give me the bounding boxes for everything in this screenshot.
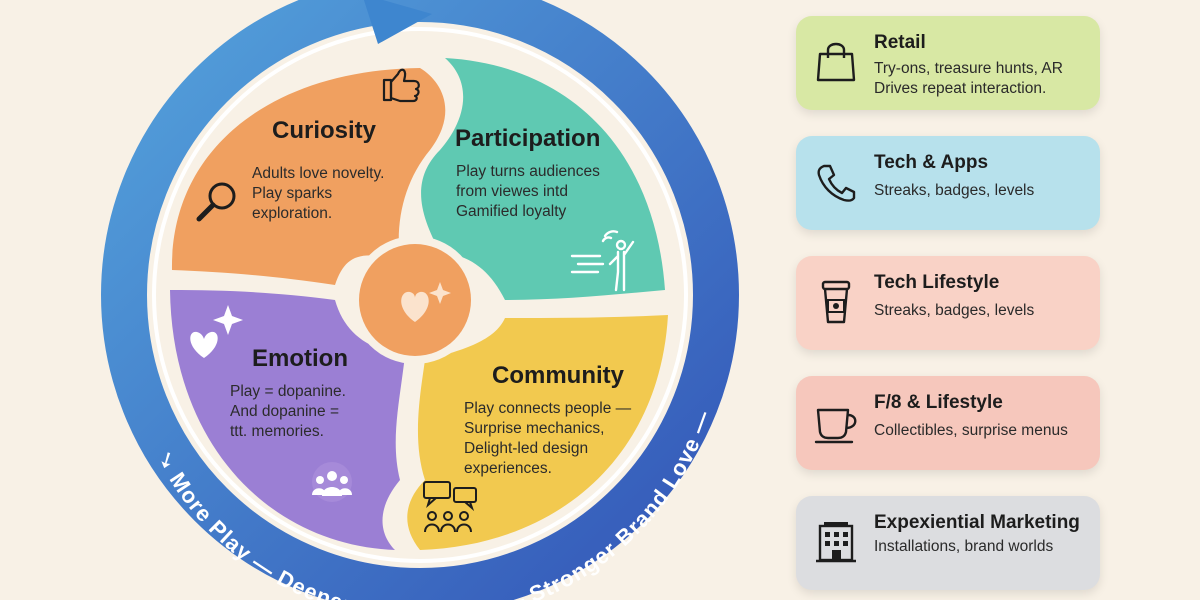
curiosity-segment [171, 68, 446, 285]
card-line: Streaks, badges, levels [874, 182, 1035, 199]
emotion-title: Emotion [252, 345, 348, 372]
card-title: Tech & Apps [874, 152, 989, 173]
emotion-line-2: And dopanine = [230, 403, 339, 420]
participation-title: Participation [455, 125, 600, 152]
card-retail: Retail Try-ons, treasure hunts, AR Drive… [796, 16, 1100, 110]
chat-people-icon [423, 481, 477, 533]
building-icon [816, 522, 856, 563]
community-line-2: Surprise mechanics, [464, 420, 604, 437]
cycle-arrow-head [363, 0, 432, 44]
card-title: Tech Lifestyle [874, 272, 1000, 293]
tea-cup-icon [814, 408, 857, 444]
card-line: Collectibles, surprise menus [874, 422, 1068, 439]
thumbs-up-icon [382, 68, 420, 103]
emotion-line-1: Play = dopanine. [230, 383, 346, 400]
card-title: F/8 & Lifestyle [874, 392, 1003, 413]
card-line: Try-ons, treasure hunts, AR [874, 60, 1063, 77]
card-tech-lifestyle: Tech Lifestyle Streaks, badges, levels [796, 256, 1100, 350]
sparkle-icon [213, 305, 243, 335]
group-people-icon [312, 462, 352, 502]
inner-ring [152, 27, 688, 563]
card-fb-lifestyle: F/8 & Lifestyle Collectibles, surprise m… [796, 376, 1100, 470]
shopping-bag-icon [816, 42, 856, 82]
outer-cycle-ring [101, 0, 739, 600]
card-experiential-marketing: Expexiential Marketing Installations, br… [796, 496, 1100, 590]
industry-cards: Retail Try-ons, treasure hunts, AR Drive… [796, 0, 1100, 600]
play-cycle-diagram: ➘ More Play — Deeper Engagement — Strong… [0, 0, 739, 600]
curiosity-line-1: Adults love novelty. [252, 165, 384, 182]
community-line-4: experiences. [464, 460, 552, 477]
card-title: Retail [874, 32, 926, 53]
phone-icon [817, 164, 856, 202]
participation-line-2: from viewes intd [456, 183, 568, 200]
card-title: Expexiential Marketing [874, 512, 1080, 533]
community-line-3: Delight-led design [464, 440, 588, 457]
curiosity-line-3: exploration. [252, 205, 332, 222]
community-line-1: Play connects people — [464, 400, 632, 417]
heart-icon [190, 331, 218, 358]
community-segment [407, 315, 668, 550]
magnifier-icon [196, 182, 236, 222]
card-tech-apps: Tech & Apps Streaks, badges, levels [796, 136, 1100, 230]
person-waving-icon [570, 230, 635, 292]
community-title: Community [492, 362, 625, 389]
card-line: Installations, brand worlds [874, 538, 1054, 555]
participation-line-1: Play turns audiences [456, 163, 600, 180]
heart-sparkle-icon [401, 282, 451, 322]
card-line: Drives repeat interaction. [874, 80, 1047, 97]
card-line: Streaks, badges, levels [874, 302, 1035, 319]
curiosity-title: Curiosity [272, 117, 377, 144]
coffee-cup-icon [821, 280, 851, 324]
curiosity-line-2: Play sparks [252, 185, 332, 202]
participation-line-3: Gamified loyalty [456, 203, 567, 220]
emotion-line-3: ttt. memories. [230, 423, 324, 440]
